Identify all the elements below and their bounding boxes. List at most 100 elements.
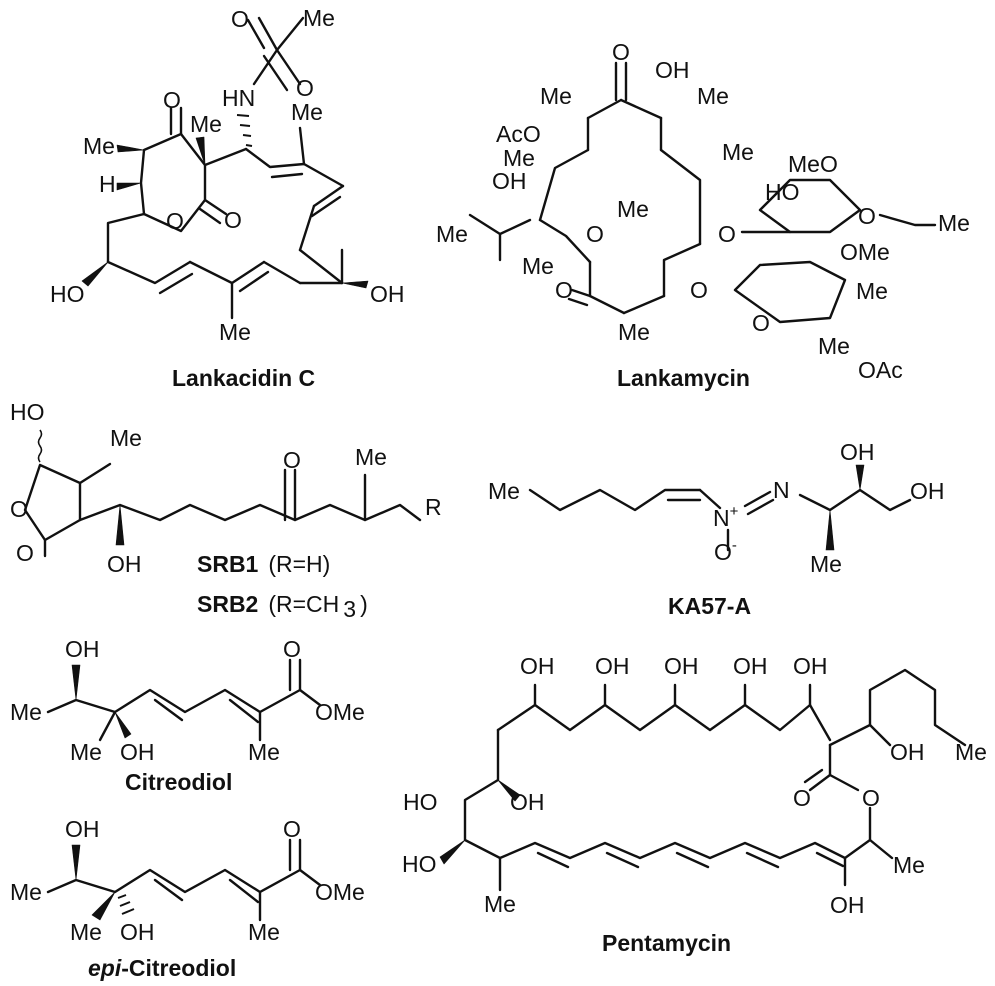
compound-name: Pentamycin: [602, 930, 731, 956]
pentamycin-structure: OH OH OH OH OH HO OH HO Me Me OH O O: [402, 653, 987, 956]
me-label: Me: [618, 319, 650, 345]
oh-label: OH: [492, 168, 527, 194]
me-label: Me: [10, 879, 42, 905]
o-label: O: [231, 6, 249, 32]
o-label: O: [283, 816, 301, 842]
o-label: O: [163, 87, 181, 113]
ho-label: HO: [50, 281, 85, 307]
meo-label: MeO: [788, 151, 838, 177]
me-label: Me: [893, 852, 925, 878]
oh-label: OH: [65, 816, 100, 842]
o-label: O: [793, 785, 811, 811]
oh-label: OH: [65, 636, 100, 662]
me-label: Me: [291, 99, 323, 125]
r-label: R: [425, 494, 442, 520]
wedge-bond: [71, 664, 81, 701]
wedge-bond: [116, 144, 145, 153]
oh-label: OH: [793, 653, 828, 679]
lankacidin-c-structure: Me O O HN O: [50, 5, 405, 391]
me-label: Me: [110, 425, 142, 451]
wedge-bond: [195, 136, 206, 166]
oh-label: OH: [890, 739, 925, 765]
oh-label: OH: [830, 892, 865, 918]
compound-name: Citreodiol: [125, 769, 232, 795]
me-label: Me: [70, 919, 102, 945]
me-label: Me: [818, 333, 850, 359]
compound-name: KA57-A: [668, 593, 751, 619]
srb2-label: SRB2 (R=CH 3 ): [197, 591, 368, 622]
wedge-bond: [439, 839, 466, 865]
ome-label: OMe: [315, 879, 365, 905]
ome-label: OMe: [315, 699, 365, 725]
wedge-bond: [71, 844, 81, 881]
o-label: O: [612, 39, 630, 65]
oh-label: OH: [120, 919, 155, 945]
o-label: O: [16, 540, 34, 566]
oac-label: OAc: [858, 357, 903, 383]
ome-label: OMe: [840, 239, 890, 265]
me-label: Me: [436, 221, 468, 247]
wedge-bond: [114, 711, 132, 739]
hash-bond: [236, 114, 253, 147]
oh-label: OH: [664, 653, 699, 679]
hash-bond: [117, 894, 135, 915]
me-label: Me: [70, 739, 102, 765]
o-label: O: [283, 636, 301, 662]
me-label: Me: [697, 83, 729, 109]
o-label: O: [862, 785, 880, 811]
me-label: Me: [810, 551, 842, 577]
o-label: O: [718, 221, 736, 247]
oh-label: OH: [910, 478, 945, 504]
aco-label: AcO: [496, 121, 541, 147]
citreodiol-structure: OH Me Me OH Me O OMe Citreodiol: [10, 636, 365, 795]
o-label: O: [10, 496, 28, 522]
oh-label: OH: [595, 653, 630, 679]
n-label: N: [773, 477, 790, 503]
me-label: Me: [722, 139, 754, 165]
oh-label: OH: [733, 653, 768, 679]
wedge-bond: [115, 504, 125, 546]
me-label: Me: [938, 210, 970, 236]
o-label: O: [752, 310, 770, 336]
o-label: O: [166, 208, 184, 234]
me-label: Me: [522, 253, 554, 279]
hn-label: HN: [222, 85, 255, 111]
srb1-label: SRB1 (R=H): [197, 551, 330, 577]
compound-name: Lankamycin: [617, 365, 750, 391]
oh-label: OH: [370, 281, 405, 307]
o-label: O: [283, 447, 301, 473]
srb-structure: HO O O Me O Me R OH SRB1 (R=H) SRB2 (R=C…: [10, 399, 442, 622]
me-label: Me: [540, 83, 572, 109]
me-label: Me: [303, 5, 335, 31]
wedge-bond: [497, 779, 521, 802]
ho-label: HO: [765, 179, 800, 205]
me-label: Me: [503, 145, 535, 171]
ho-label: HO: [402, 851, 437, 877]
me-label: Me: [83, 133, 115, 159]
me-label: Me: [856, 278, 888, 304]
me-label: Me: [248, 739, 280, 765]
me-label: Me: [248, 919, 280, 945]
o-label: O: [296, 75, 314, 101]
me-label: Me: [617, 196, 649, 222]
oh-label: OH: [120, 739, 155, 765]
oh-label: OH: [520, 653, 555, 679]
oh-label: OH: [655, 57, 690, 83]
ka57a-structure: Me N+ N O- Me OH OH KA57-A: [488, 439, 945, 619]
o-label: O: [224, 207, 242, 233]
wedge-bond: [91, 891, 116, 921]
lankamycin-structure: O OH Me Me AcO Me Me OH Me Me O Me O O M…: [436, 39, 970, 391]
me-label: Me: [10, 699, 42, 725]
n-plus-label: N+: [713, 503, 739, 531]
ho-label: HO: [10, 399, 45, 425]
wedge-bond: [341, 280, 369, 289]
me-label: Me: [355, 444, 387, 470]
o-label: O: [586, 221, 604, 247]
me-label: Me: [955, 739, 987, 765]
oh-label: OH: [107, 551, 142, 577]
wedge-bond: [116, 182, 142, 191]
h-label: H: [99, 171, 116, 197]
wedge-bond: [855, 464, 865, 491]
o-minus-label: O-: [714, 537, 737, 565]
epi-citreodiol-structure: OH Me Me OH Me O OMe epi-Citreodiol: [10, 816, 365, 981]
